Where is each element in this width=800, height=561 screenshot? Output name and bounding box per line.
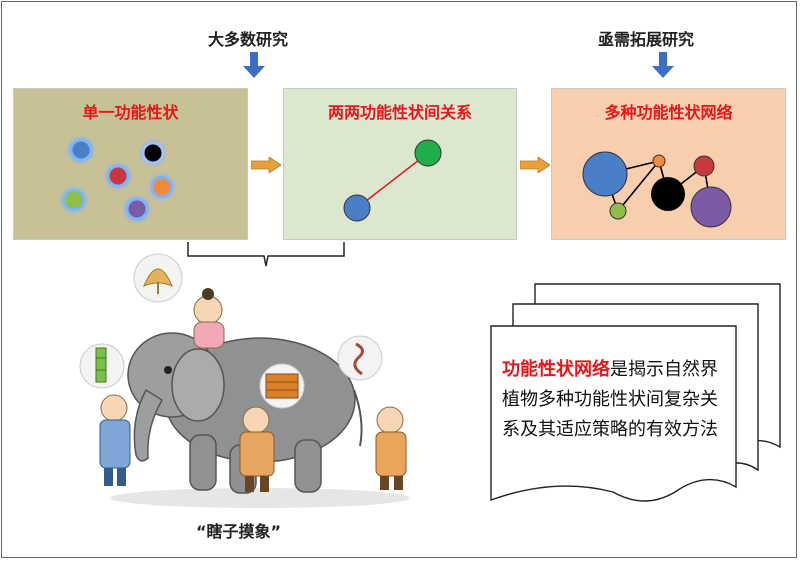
document-stack-icon [490, 283, 781, 502]
node-black [651, 177, 685, 211]
node-lime [62, 188, 86, 212]
pairwise-graph [343, 139, 442, 222]
panel-single-trait: 单一功能性状 [13, 88, 248, 240]
down-arrow-icon [243, 52, 265, 78]
node-orange [652, 154, 666, 168]
node-lime [609, 202, 627, 220]
illustration-caption: “瞎子摸象” [196, 522, 282, 541]
panel-trait-network: 多种功能性状网络 [551, 88, 786, 240]
right-arrow-icon [520, 157, 550, 173]
doc-highlight: 功能性状网络 [502, 359, 610, 380]
document-text: 功能性状网络是揭示自然界植物多种功能性状间复杂关系及其适应策略的有效方法 [502, 355, 727, 445]
right-arrow-icon [251, 157, 281, 173]
down-arrow-icon [652, 52, 674, 78]
doc-body: 是揭示自然界植物多种功能性状间复杂关系及其适应策略的有效方法 [502, 359, 718, 440]
node-black [141, 141, 165, 165]
panel-pairwise-relation: 两两功能性状间关系 [283, 88, 517, 240]
brace-icon [187, 242, 345, 267]
panel-title: 单一功能性状 [82, 103, 179, 122]
label-most-research: 大多数研究 [208, 30, 289, 49]
trait-nodes [62, 138, 174, 221]
node-purple [690, 186, 732, 228]
node-green [414, 139, 442, 167]
node-blue [582, 151, 628, 197]
panel-title: 多种功能性状网络 [604, 103, 733, 122]
panel-title: 两两功能性状间关系 [327, 103, 472, 122]
edge [356, 152, 429, 209]
node-red [693, 155, 715, 177]
node-blue [343, 194, 371, 222]
label-urgent-research: 亟需拓展研究 [598, 30, 695, 49]
node-orange [150, 175, 174, 199]
node-blue [69, 138, 93, 162]
network-graph [582, 151, 732, 228]
node-red [106, 164, 130, 188]
node-purple [125, 197, 149, 221]
elephant-illustration [79, 253, 410, 508]
